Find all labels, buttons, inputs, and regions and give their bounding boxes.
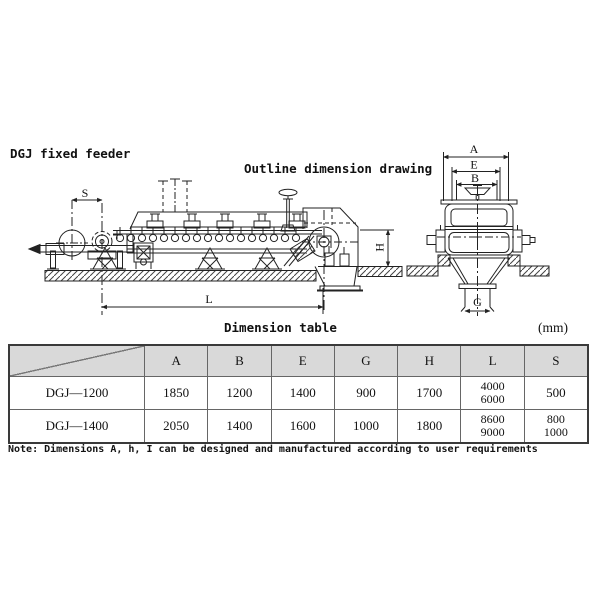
table-cell: 1800 bbox=[397, 409, 461, 442]
table-cell: 1000 bbox=[333, 409, 398, 442]
col-header-g: G bbox=[333, 346, 398, 376]
drawing-canvas: S L H A E B G bbox=[27, 142, 550, 316]
table-cell: 900 bbox=[333, 376, 398, 409]
dim-label-g: G bbox=[473, 295, 482, 309]
side-view bbox=[27, 178, 403, 315]
table-cell: 2050 bbox=[144, 409, 208, 442]
col-header-a: A bbox=[144, 346, 208, 376]
table-cell: 1400 bbox=[207, 409, 271, 442]
table-cell: 1850 bbox=[144, 376, 208, 409]
dimension-table: A B E G H L S DGJ—1200 1850 1200 1400 90… bbox=[8, 344, 589, 444]
foot-left bbox=[437, 254, 451, 267]
valve-handwheel bbox=[278, 188, 298, 232]
foot-right bbox=[507, 254, 521, 267]
row-model: DGJ—1400 bbox=[10, 409, 144, 442]
dim-label-a: A bbox=[470, 142, 479, 156]
table-cell: 8600 9000 bbox=[460, 409, 524, 442]
col-header-e: E bbox=[270, 346, 334, 376]
discharge-hopper-end bbox=[447, 257, 511, 312]
ground-hatch-left bbox=[406, 265, 439, 277]
handwheel bbox=[463, 185, 492, 200]
table-cell: 1400 bbox=[270, 376, 334, 409]
side-brackets bbox=[426, 225, 536, 253]
ground-hatch-right bbox=[519, 265, 550, 277]
ground-hatch-left bbox=[44, 270, 317, 282]
unit-label: (mm) bbox=[538, 320, 568, 335]
drawing-title: Outline dimension drawing bbox=[244, 161, 433, 176]
table-cell: 1700 bbox=[397, 376, 461, 409]
dim-label-b: B bbox=[471, 171, 479, 185]
col-header-s: S bbox=[523, 346, 587, 376]
table-title: Dimension table bbox=[224, 320, 337, 335]
dim-label-l: L bbox=[205, 292, 212, 306]
table-cell: 800 1000 bbox=[523, 409, 587, 442]
table-cell: 1200 bbox=[207, 376, 271, 409]
product-title: DGJ fixed feeder bbox=[10, 146, 131, 161]
table-cell: 500 bbox=[523, 376, 587, 409]
trough-cover bbox=[129, 211, 308, 230]
ground-hatch-right bbox=[357, 266, 403, 277]
x-brace-support bbox=[133, 242, 154, 269]
dim-label-h: H bbox=[373, 243, 387, 252]
note-text: Note: Dimensions A, h, I can be designed… bbox=[8, 444, 538, 455]
col-header-l: L bbox=[460, 346, 524, 376]
drive-housing bbox=[283, 207, 360, 313]
col-header-b: B bbox=[207, 346, 271, 376]
inlet-centerlines bbox=[158, 178, 192, 212]
col-header-h: H bbox=[397, 346, 461, 376]
dim-label-e: E bbox=[470, 158, 477, 172]
corner-cell bbox=[10, 346, 144, 376]
table-cell: 1600 bbox=[270, 409, 334, 442]
dim-label-s: S bbox=[82, 186, 89, 200]
table-cell: 4000 6000 bbox=[460, 376, 524, 409]
end-view bbox=[406, 152, 550, 316]
discharge-hopper-side bbox=[314, 266, 363, 292]
row-model: DGJ—1200 bbox=[10, 376, 144, 409]
